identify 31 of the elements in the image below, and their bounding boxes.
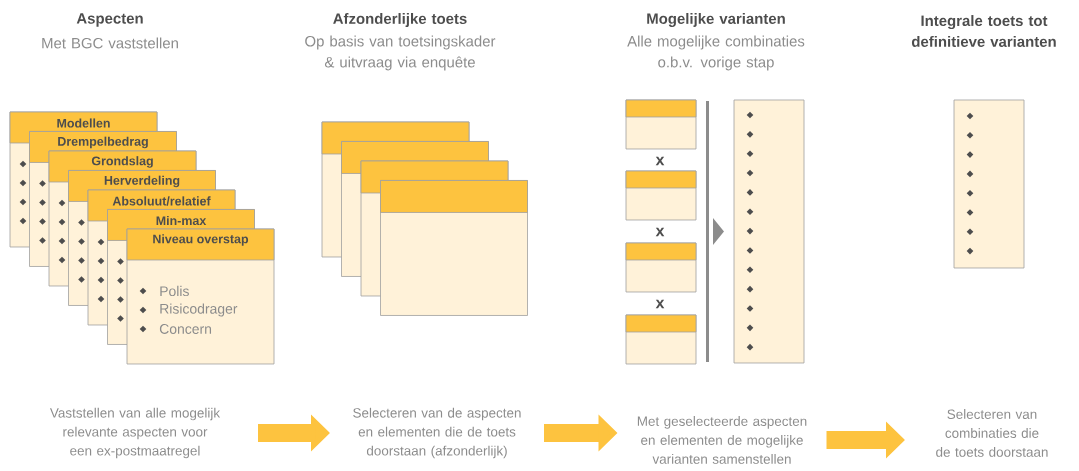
- column-subtitle: Alle mogelijke combinaties o.b.v. vorige stap: [627, 35, 805, 71]
- card-title: Niveau overstap: [153, 234, 249, 246]
- card-title: Grondslag: [91, 156, 153, 168]
- multiply-sign: x: [655, 156, 665, 166]
- list-item: Concern: [139, 324, 211, 334]
- card-title: Absoluut/relatief: [112, 196, 211, 206]
- card: [625, 242, 697, 293]
- column-subtitle: Met BGC vaststellen: [42, 37, 178, 49]
- step-description: Met geselecteerde aspecten en elementen de mogelijke varianten samenstellen: [637, 416, 807, 464]
- list-box: [953, 99, 1025, 269]
- card-title: Modellen: [57, 118, 110, 128]
- step-description: Vaststellen van alle mogelijk relevante aspecten voor een ex-postmaatregel: [50, 407, 221, 459]
- list-item: Polis: [139, 285, 189, 297]
- card: [380, 180, 528, 316]
- column-heading: Afzonderlijke toets: [333, 13, 467, 27]
- list-box: [733, 99, 805, 364]
- card: [625, 170, 697, 221]
- step-description: Selecteren van combinaties die de toets doorstaan: [936, 409, 1048, 457]
- card: [625, 99, 697, 150]
- card-title: Min-max: [156, 215, 207, 226]
- column-heading: Mogelijke varianten: [647, 13, 785, 27]
- column-subtitle: Op basis van toetsingskader & uitvraag via enquête: [305, 35, 496, 71]
- list-item: Risicodrager: [139, 303, 238, 317]
- card-title: Herverdeling: [104, 175, 180, 188]
- multiply-sign: x: [655, 227, 665, 237]
- card: [625, 314, 697, 365]
- step-description: Selecteren van de aspecten en elementen die de toets doorstaan (afzonderlijk): [353, 407, 521, 459]
- column-heading: Integrale toets tot definitieve varianten: [911, 15, 1056, 47]
- card-title: Drempelbedrag: [58, 136, 148, 149]
- column-heading: Aspecten: [76, 13, 143, 27]
- multiply-sign: x: [655, 299, 665, 309]
